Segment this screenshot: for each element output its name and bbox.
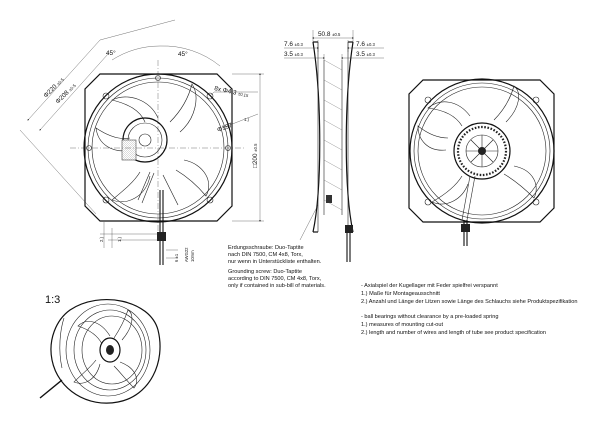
dim-lead-6: 6 ±1 <box>174 253 179 262</box>
side-profile-right <box>345 41 354 233</box>
dim-left-35: 3.5 ±0.3 <box>284 51 303 58</box>
notes-german: - Axialspiel der Kugellager mit Feder sp… <box>361 283 577 305</box>
dim-sq200: □200 ±0.5 <box>252 143 259 168</box>
note-de-1: - Axialspiel der Kugellager mit Feder sp… <box>361 283 498 289</box>
dim-width-508: 50.8 ±0.5 <box>318 31 341 38</box>
note-de-2: 1.) Maße für Montageausschnitt <box>361 291 440 297</box>
front-frame <box>84 73 233 222</box>
side-view: 50.8 ±0.5 7.6 ±0.3 7.6 ±0.3 3.5 ±0.3 3.5… <box>284 30 384 262</box>
front-struts <box>137 171 179 206</box>
rear-motor-core <box>478 147 486 155</box>
notes-english: - ball bearings without clearance by a p… <box>361 314 546 336</box>
ground-note-en-3: only if contained in sub-bill of materia… <box>228 283 326 289</box>
ground-note-en-1: Grounding screw: Duo-Taptite <box>228 269 302 275</box>
front-lead-wires <box>159 190 164 265</box>
rear-frame <box>408 79 555 223</box>
note-en-3: 2.) length and number of wires and lengt… <box>361 330 546 336</box>
dim-angle-45-left: 45° <box>106 49 116 57</box>
dim-d197: Φ197 <box>216 122 234 134</box>
side-connector <box>326 195 332 203</box>
rear-mounting-holes <box>424 96 540 206</box>
front-view: Φ220 ±0.5 Φ208 ±0.5 45° 45° 8x Φ4.3 ±0.1… <box>19 19 264 265</box>
note-en-2: 1.) measures of mounting cut-out <box>361 322 444 328</box>
side-profile-left <box>312 41 321 233</box>
iso-housing <box>50 299 161 404</box>
isometric-view <box>39 299 161 404</box>
rear-blades <box>417 85 537 205</box>
dim-right-35: 3.5 ±0.3 <box>356 51 375 58</box>
note-en-1: - ball bearings without clearance by a p… <box>361 314 498 320</box>
rear-outer-ring <box>409 78 555 224</box>
iso-lead <box>39 379 63 399</box>
front-hub-core <box>138 133 152 147</box>
dim-holes: 8x Φ4.3 ±0.15 <box>214 85 250 99</box>
dim-strand-awg: AWG22 <box>184 247 189 262</box>
rear-motor-fins <box>456 125 508 177</box>
ground-note: Erdungsschraube: Duo-Taptite nach DIN 75… <box>228 245 326 289</box>
iso-blades <box>73 309 137 389</box>
side-lead-tube <box>345 225 353 233</box>
front-label-plate <box>121 139 137 161</box>
dim-angle-45-right: 45° <box>178 50 188 58</box>
scale-label: 1:3 <box>45 294 60 306</box>
ground-note-de-2: nach DIN 7500, CM 4x8, Torx, <box>228 252 303 258</box>
side-hatching <box>323 59 343 211</box>
dim-strand-length: 10mm <box>190 250 195 262</box>
front-lead-tube <box>157 232 166 241</box>
rear-lead-tube <box>461 224 470 232</box>
ground-note-de-3: nur wenn in Unterstückliste enthalten. <box>228 259 322 265</box>
ground-note-de-1: Erdungsschraube: Duo-Taptite <box>228 245 304 251</box>
dim-right-76: 7.6 ±0.3 <box>356 41 375 48</box>
note-de-3: 2.) Anzahl und Länge der Litzen sowie Lä… <box>361 299 577 305</box>
dim-note-ref-1: 1.) <box>244 117 249 122</box>
dim-lead-note-1: 1.) <box>117 237 122 242</box>
dim-left-76: 7.6 ±0.3 <box>284 41 303 48</box>
front-blades <box>95 83 210 202</box>
ground-note-en-2: according to DIN 7500, CM 4x8, Torx, <box>228 276 322 282</box>
rear-view <box>408 78 555 246</box>
dim-lead-note-2: 2.) <box>99 237 104 242</box>
